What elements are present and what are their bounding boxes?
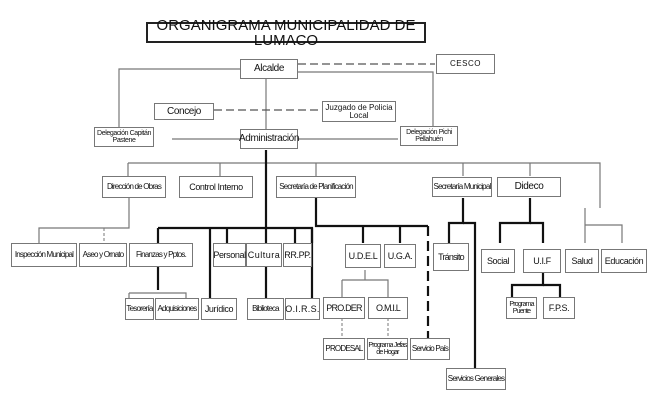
node-inspeccion-municipal: Inspección Municipal bbox=[11, 243, 77, 267]
node-cesco: CESCO bbox=[436, 54, 495, 74]
node-concejo: Concejo bbox=[154, 103, 214, 120]
node-social: Social bbox=[481, 249, 515, 273]
node-biblioteca: Biblioteca bbox=[247, 298, 284, 320]
node-transito: Tránsito bbox=[433, 243, 469, 271]
node-uif: U.I.F bbox=[523, 249, 561, 273]
node-alcalde: Alcalde bbox=[240, 59, 298, 79]
node-juzgado-policia-local: Juzgado de Policia Local bbox=[322, 101, 396, 122]
node-adquisiciones: Adquisiciones bbox=[155, 298, 199, 320]
node-control-interno: Control Interno bbox=[179, 176, 253, 198]
node-juridico: Jurídico bbox=[201, 298, 237, 320]
node-oirs: O.I.R.S. bbox=[285, 298, 320, 320]
node-prodesal: PRODESAL bbox=[323, 338, 365, 360]
node-delegacion-capitan-pastene: Delegación Capitán Pastene bbox=[94, 127, 154, 147]
node-delegacion-pichi-pellahuen: Delegación Pichi Pellahuén bbox=[400, 126, 458, 146]
node-aseo-y-ornato: Aseo y Ornato bbox=[79, 243, 127, 267]
chart-title: ORGANIGRAMA MUNICIPALIDAD DE LUMACO bbox=[146, 18, 426, 48]
node-direccion-de-obras: Dirección de Obras bbox=[102, 176, 166, 198]
node-personal: Personal bbox=[213, 243, 246, 267]
node-salud: Salud bbox=[565, 249, 599, 273]
node-uga: U.G.A. bbox=[384, 244, 416, 268]
node-proder: PRO.DER bbox=[323, 297, 365, 319]
node-secretaria-municipal: Secretaría Municipal bbox=[432, 177, 492, 197]
node-servicio-pais: Servicio País bbox=[410, 338, 450, 360]
node-tesoreria: Tesorería bbox=[125, 298, 154, 320]
node-educacion: Educación bbox=[601, 249, 647, 273]
node-fps: F.P.S. bbox=[543, 297, 575, 319]
node-programa-jefas-de-hogar: Programa Jefas de Hogar bbox=[367, 338, 408, 360]
node-programa-puente: Programa Puente bbox=[506, 297, 537, 319]
node-rrpp: RR.PP. bbox=[283, 243, 312, 267]
node-secretaria-de-planificacion: Secretaría de Planificación bbox=[276, 176, 356, 198]
node-dideco: Dideco bbox=[497, 177, 561, 197]
node-omil: O.M.I.L bbox=[368, 297, 408, 319]
node-servicios-generales: Servicios Generales bbox=[446, 368, 506, 390]
node-cultura: Cultura bbox=[246, 243, 282, 267]
node-finanzas-y-pptos: Finanzas y Pptos. bbox=[129, 243, 193, 267]
node-udel: U.D.E.L bbox=[345, 244, 381, 268]
node-administracion: Administración bbox=[239, 129, 299, 149]
